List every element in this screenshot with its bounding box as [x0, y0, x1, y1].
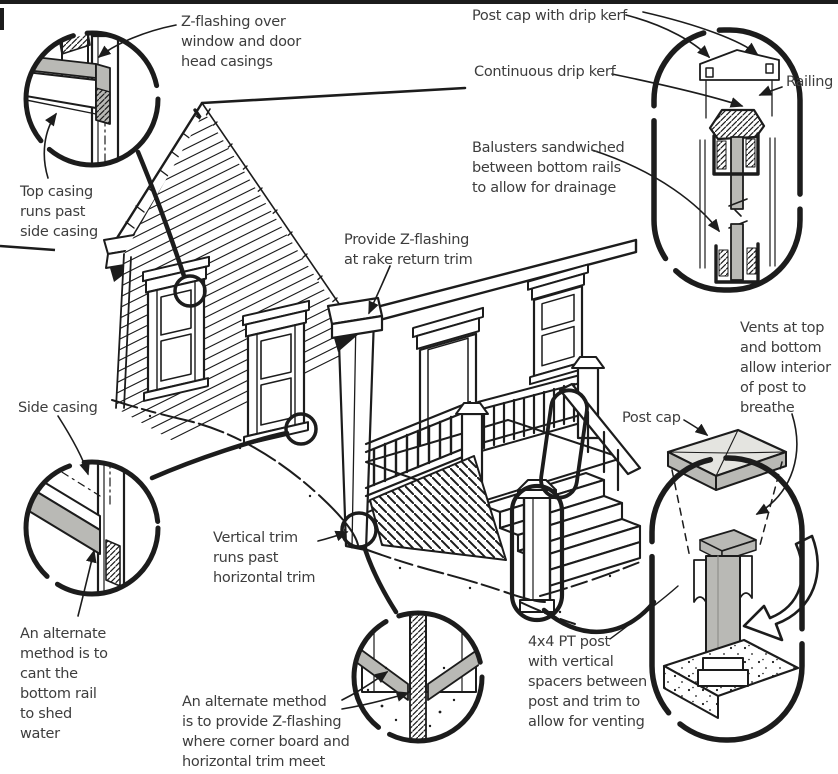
callout-circle	[23, 459, 161, 597]
detail-markers	[173, 274, 589, 623]
label-z-flashing-window: Z-flashing over window and door head cas…	[181, 14, 301, 70]
label-vertical-trim: Vertical trim runs past horizontal trim	[213, 530, 316, 586]
callout-circle	[351, 610, 485, 744]
label-railing: Railing	[786, 74, 834, 90]
gable-corner-board	[115, 253, 132, 409]
label-side-casing: Side casing	[18, 400, 98, 416]
label-rake-return: Provide Z-flashing at rake return trim	[344, 232, 473, 268]
detail-marker-circle	[284, 412, 318, 446]
label-continuous-drip-kerf: Continuous drip kerf	[474, 64, 616, 80]
detail-marker-circle	[173, 274, 207, 308]
label-post-cap-drip-kerf: Post cap with drip kerf	[472, 8, 627, 24]
callout-side-casing-detail	[23, 459, 161, 597]
gable-window-lower	[242, 299, 310, 446]
label-vents: Vents at top and bottom allow interior o…	[740, 320, 831, 416]
ground-lines	[111, 399, 641, 625]
callout-window-head-flashing	[23, 30, 161, 168]
callout-connectors	[135, 149, 657, 635]
label-top-casing: Top casing runs past side casing	[20, 184, 98, 240]
label-alternate-cant: An alternate method is to cant the botto…	[20, 626, 108, 742]
stair-newel-post	[517, 479, 557, 613]
label-balusters: Balusters sandwiched between bottom rail…	[472, 140, 625, 196]
detail-marker-circle	[340, 511, 378, 549]
callout-post-base-detail	[649, 428, 819, 743]
leader-arrows	[43, 11, 798, 710]
page-edge-marks	[0, 0, 838, 252]
curved-arrow	[742, 534, 819, 642]
label-post-cap: Post cap	[622, 410, 681, 426]
label-pt-post: 4x4 PT post with vertical spacers betwee…	[528, 634, 647, 730]
label-alternate-z-flashing: An alternate method is to provide Z-flas…	[182, 694, 350, 770]
callout-capsule	[651, 27, 803, 293]
callout-circle	[23, 30, 161, 168]
roof-plane	[202, 88, 640, 318]
callout-capsule	[649, 455, 805, 743]
roof-ridge	[200, 86, 467, 105]
detail-marker-oval	[509, 483, 565, 623]
front-window	[527, 263, 589, 386]
callout-railing-section	[651, 27, 803, 293]
callout-corner-board-flashing	[351, 610, 485, 744]
